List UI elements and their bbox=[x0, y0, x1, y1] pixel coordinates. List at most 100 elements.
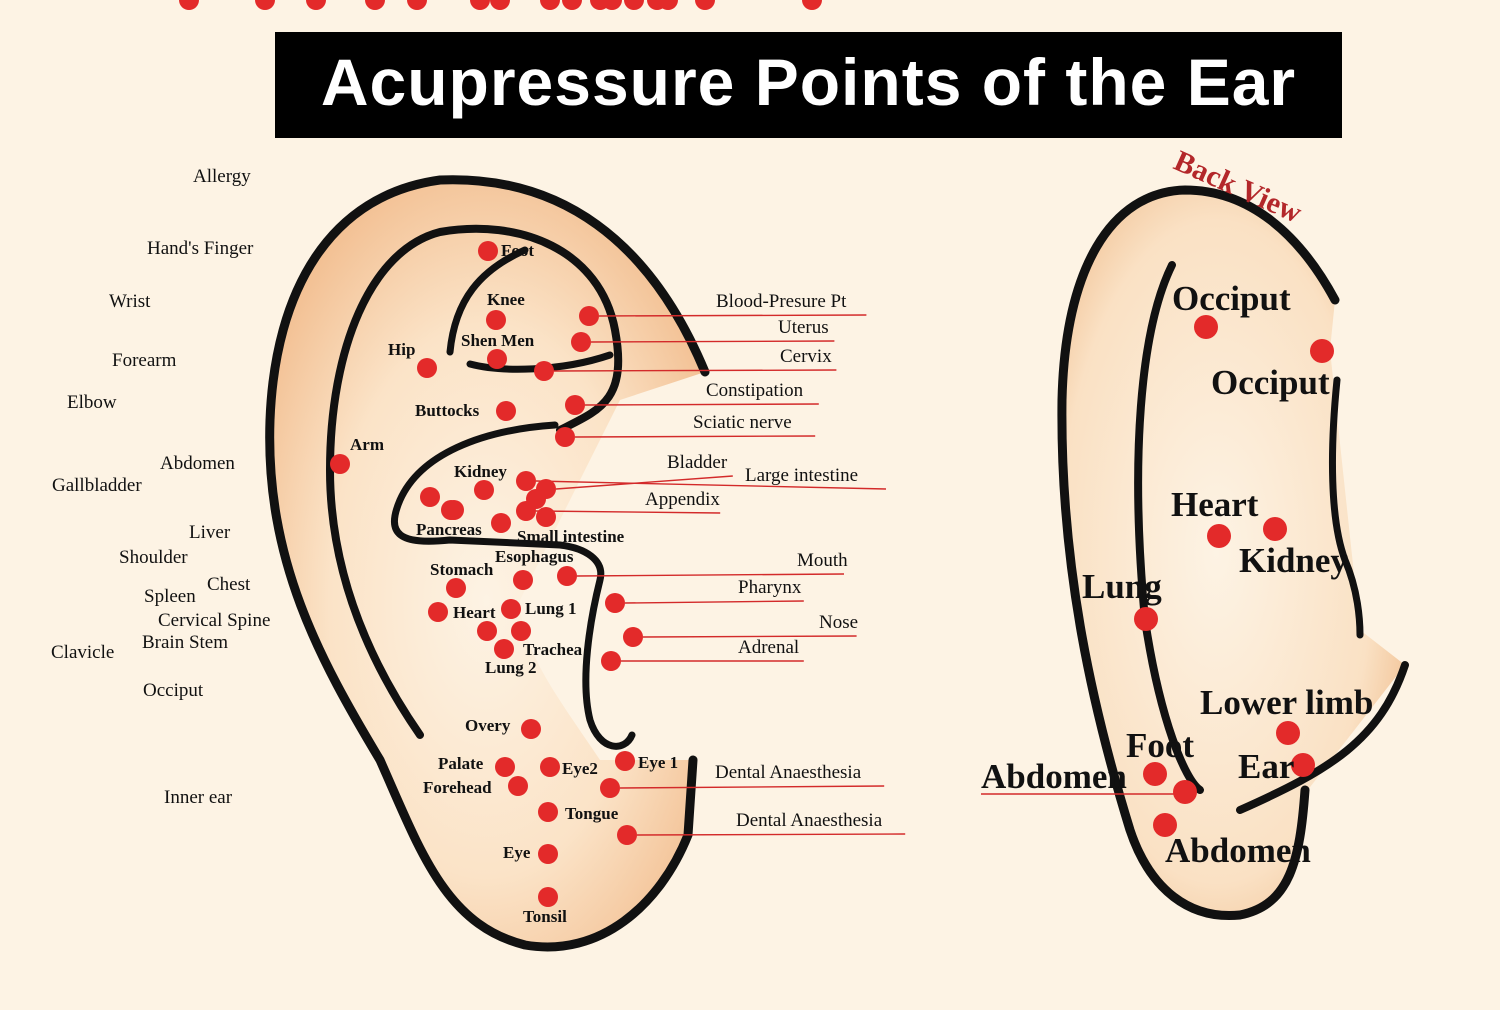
inner-lung-1-12-point bbox=[501, 599, 521, 619]
back-occiput-0-label: Occiput bbox=[1172, 279, 1291, 318]
leader-line bbox=[553, 369, 837, 372]
inner-esophagus-9-point bbox=[513, 570, 533, 590]
inner-stomach-10-point bbox=[446, 578, 466, 598]
inner-lung-1-12-label: Lung 1 bbox=[525, 599, 577, 618]
left-elbow-4-label: Elbow bbox=[67, 392, 117, 413]
inner-tongue-20-point bbox=[538, 802, 558, 822]
right-appendix-7-label: Appendix bbox=[645, 489, 720, 510]
inner-buttocks-4-point bbox=[496, 401, 516, 421]
right-bladder-5-label: Bladder bbox=[667, 452, 728, 473]
right-blood-presure-pt-0-point bbox=[579, 306, 599, 326]
inner-heart-11-label: Heart bbox=[453, 603, 496, 622]
leader-line bbox=[535, 480, 887, 490]
inner-trachea-13-point bbox=[494, 639, 514, 659]
back-abdomen-8-label: Abdomen bbox=[981, 757, 1127, 796]
inner-palate-16-label: Palate bbox=[438, 754, 484, 773]
back-occiput-1-point bbox=[1310, 339, 1334, 363]
left-allergy-0-point bbox=[179, 0, 199, 10]
inner-arm-5-point bbox=[330, 454, 350, 474]
inner-foot-0-label: Foot bbox=[501, 241, 534, 260]
leader-line bbox=[535, 510, 721, 514]
right-dental-anaesthesia-13-point bbox=[617, 825, 637, 845]
inner-trachea-13-label: Trachea bbox=[523, 640, 583, 659]
leader-line bbox=[576, 573, 845, 577]
right-adrenal-11-point bbox=[601, 651, 621, 671]
right-cervix-2-label: Cervix bbox=[780, 346, 832, 367]
right-uterus-1-label: Uterus bbox=[778, 317, 829, 338]
inner-eye-21-label: Eye bbox=[503, 843, 531, 862]
back-foot-6-point bbox=[1143, 762, 1167, 786]
inner-extra-3-point bbox=[444, 500, 464, 520]
inner-small-intestine-8-point bbox=[491, 513, 511, 533]
back-ear-ridge-2 bbox=[1328, 376, 1364, 639]
left-occiput-14-point bbox=[695, 0, 715, 10]
inner-palate-16-point bbox=[495, 757, 515, 777]
right-constipation-3-label: Constipation bbox=[706, 380, 804, 401]
inner-arm-5-label: Arm bbox=[350, 435, 384, 454]
back-occiput-1-label: Occiput bbox=[1211, 363, 1330, 402]
right-adrenal-11-label: Adrenal bbox=[738, 637, 799, 658]
concha-outline bbox=[391, 421, 636, 750]
left-forearm-3-label: Forearm bbox=[112, 350, 177, 371]
left-liver-7-point bbox=[540, 0, 560, 10]
leader-line bbox=[619, 785, 885, 789]
back-kidney-3-label: Kidney bbox=[1239, 541, 1348, 580]
right-dental-anaesthesia-12-label: Dental Anaesthesia bbox=[715, 762, 862, 783]
back-ear-outline bbox=[1057, 185, 1340, 921]
right-dental-anaesthesia-13-label: Dental Anaesthesia bbox=[736, 810, 883, 831]
left-elbow-4-point bbox=[407, 0, 427, 10]
right-mouth-8-label: Mouth bbox=[797, 550, 848, 571]
fossa-outline bbox=[446, 246, 614, 373]
left-hand-s-finger-1-label: Hand's Finger bbox=[147, 238, 254, 259]
inner-kidney-6-point bbox=[474, 480, 494, 500]
right-nose-10-point bbox=[623, 627, 643, 647]
back-ear-7-label: Ear bbox=[1238, 747, 1294, 786]
inner-tonsil-22-label: Tonsil bbox=[523, 907, 567, 926]
back-foot-6-label: Foot bbox=[1126, 726, 1194, 765]
antihelix-outline bbox=[325, 224, 623, 739]
helix-outline bbox=[265, 175, 710, 952]
title-banner: Acupressure Points of the Ear bbox=[275, 32, 1342, 138]
inner-shen-men-2-point bbox=[487, 349, 507, 369]
right-constipation-3-point bbox=[565, 395, 585, 415]
right-sciatic-nerve-4-point bbox=[555, 427, 575, 447]
leader-line bbox=[555, 475, 733, 490]
front-ear bbox=[265, 175, 710, 952]
left-inner-ear-15-point bbox=[802, 0, 822, 10]
back-lower-limb-5-point bbox=[1276, 721, 1300, 745]
leader-line bbox=[624, 600, 804, 604]
inner-esophagus-9-label: Esophagus bbox=[495, 547, 574, 566]
right-dental-anaesthesia-12-point bbox=[600, 778, 620, 798]
inner-tongue-20-label: Tongue bbox=[565, 804, 619, 823]
inner-hip-3-label: Hip bbox=[388, 340, 415, 359]
leader-line bbox=[574, 435, 816, 438]
inner-knee-1-point bbox=[486, 310, 506, 330]
inner-extra-1-point bbox=[536, 507, 556, 527]
inner-lung-2-14-label: Lung 2 bbox=[485, 658, 537, 677]
inner-extra-0-point bbox=[511, 621, 531, 641]
right-pharynx-9-point bbox=[605, 593, 625, 613]
inner-pancreas-7-label: Pancreas bbox=[416, 520, 482, 539]
inner-tonsil-22-point bbox=[538, 887, 558, 907]
inner-knee-1-label: Knee bbox=[487, 290, 525, 309]
leader-line bbox=[598, 314, 867, 317]
back-lower-limb-5-label: Lower limb bbox=[1200, 683, 1373, 722]
right-uterus-1-point bbox=[571, 332, 591, 352]
inner-hip-3-point bbox=[417, 358, 437, 378]
inner-eye-1-19-point bbox=[615, 751, 635, 771]
inner-shen-men-2-label: Shen Men bbox=[461, 331, 535, 350]
left-liver-7-label: Liver bbox=[189, 522, 231, 543]
left-gallbladder-6-point bbox=[490, 0, 510, 10]
acupressure-points bbox=[179, 0, 1334, 907]
back-lung-4-point bbox=[1134, 607, 1158, 631]
inner-stomach-10-label: Stomach bbox=[430, 560, 494, 579]
leader-line bbox=[642, 635, 857, 638]
back-abdomen-8-point bbox=[1173, 780, 1197, 804]
right-large-intestine-6-point bbox=[516, 471, 536, 491]
inner-heart-11-point bbox=[428, 602, 448, 622]
page-title: Acupressure Points of the Ear bbox=[320, 45, 1297, 119]
left-brain-stem-12-label: Brain Stem bbox=[142, 632, 228, 653]
inner-overy-15-label: Overy bbox=[465, 716, 511, 735]
inner-small-intestine-8-label: Small intestine bbox=[517, 527, 625, 546]
